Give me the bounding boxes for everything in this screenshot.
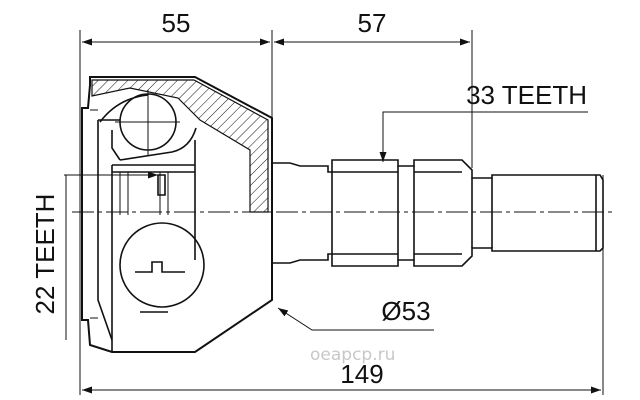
- inner-teeth-label: 22 TEETH: [30, 194, 60, 315]
- lower-ball: [111, 215, 205, 330]
- upper-ball: [99, 90, 197, 161]
- joint-housing: [81, 76, 273, 353]
- inner-race: [111, 140, 196, 215]
- diameter-label: Ø53: [381, 296, 430, 326]
- dimension-55: 55: [82, 8, 270, 46]
- dimension-149: 149: [82, 359, 601, 394]
- outer-teeth-label: 33 TEETH: [466, 80, 587, 110]
- watermark-text: oeapcp.ru: [310, 345, 395, 365]
- leader-diameter: Ø53: [277, 296, 434, 331]
- dimension-57: 57: [274, 8, 470, 46]
- dim-57-label: 57: [358, 8, 387, 38]
- leader-33-teeth: 33 TEETH: [379, 80, 588, 162]
- stub-shaft: [272, 159, 604, 267]
- dim-55-label: 55: [162, 8, 191, 38]
- dim-149-label: 149: [340, 359, 383, 389]
- watermark: oeapcp.ru: [310, 345, 395, 365]
- leader-22-teeth: 22 TEETH: [30, 171, 158, 340]
